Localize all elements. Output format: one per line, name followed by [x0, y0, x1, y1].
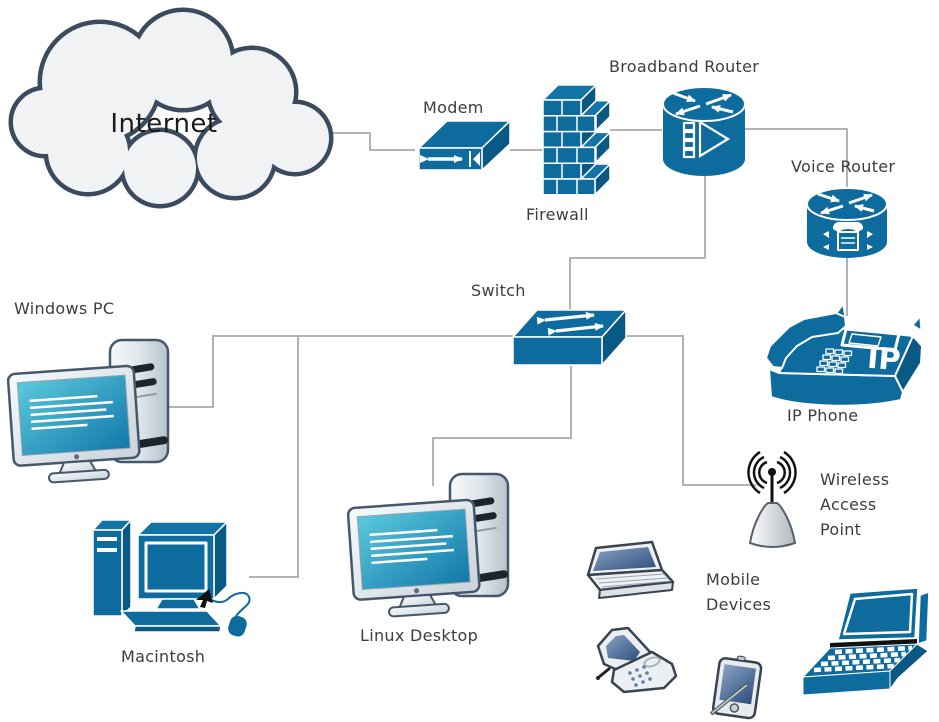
internet-label: Internet [110, 109, 218, 139]
connector-internet-modem [320, 132, 415, 151]
broadband-router-label: Broadband Router [609, 57, 760, 76]
mobile-laptop-icon [586, 540, 675, 599]
macintosh-label: Macintosh [121, 647, 206, 666]
connector-switch-linux-desktop [432, 366, 572, 486]
windows-pc-label: Windows PC [14, 299, 115, 318]
connector-switch-macintosh [249, 336, 299, 578]
connector-broadband-voice-router [745, 128, 848, 189]
switch-arrows-icon [536, 311, 604, 336]
keyboard-keys [813, 645, 913, 673]
flip-phone-icon [596, 626, 678, 694]
broadband-router-icon [662, 86, 746, 176]
phone-handset [765, 312, 847, 369]
ip-phone-icon: IP [765, 304, 923, 407]
mobile-blue-laptop-icon [802, 587, 930, 696]
firewall-brick-wall-icon [542, 84, 611, 196]
cursor-arrow-icon [196, 589, 213, 608]
switch-label: Switch [471, 281, 526, 300]
wireless-access-point-icon [747, 450, 797, 548]
modem-icon [418, 120, 511, 171]
linux-desktop-label: Linux Desktop [360, 626, 479, 645]
ip-phone-label: IP Phone [787, 406, 859, 425]
router-front-glyph [682, 120, 731, 159]
mouse-cable [206, 591, 251, 617]
wireless-access-point-label: Wireless Access Point [820, 470, 890, 539]
ip-phone-icon-text: IP [866, 341, 902, 379]
connector-switch-wireless-access-point [604, 335, 756, 486]
voice-router-icon [806, 187, 888, 258]
router-arrows-icon [817, 192, 875, 215]
radio-waves-icon [747, 450, 797, 495]
macintosh-icon [92, 519, 251, 637]
modem-label: Modem [423, 98, 484, 117]
firewall-label: Firewall [526, 205, 589, 224]
phone-display [840, 327, 901, 352]
voice-router-label: Voice Router [791, 157, 896, 176]
connector-switch-windows-pc [167, 335, 513, 408]
mac-mouse [228, 615, 247, 637]
mac-keyboard [120, 610, 222, 627]
linux-desktop-icon [346, 472, 510, 621]
connector-broadband-router-switch [569, 171, 706, 316]
internet-cloud-icon [8, 7, 334, 209]
phone-keypad [816, 348, 853, 375]
voice-phone-glyph [823, 221, 873, 251]
switch-icon [512, 309, 627, 366]
windows-pc-icon [6, 338, 170, 487]
pda-icon [709, 655, 763, 720]
mobile-devices-label: Mobile Devices [706, 570, 772, 614]
connector-lines [167, 128, 848, 578]
router-arrows-icon [672, 91, 734, 116]
